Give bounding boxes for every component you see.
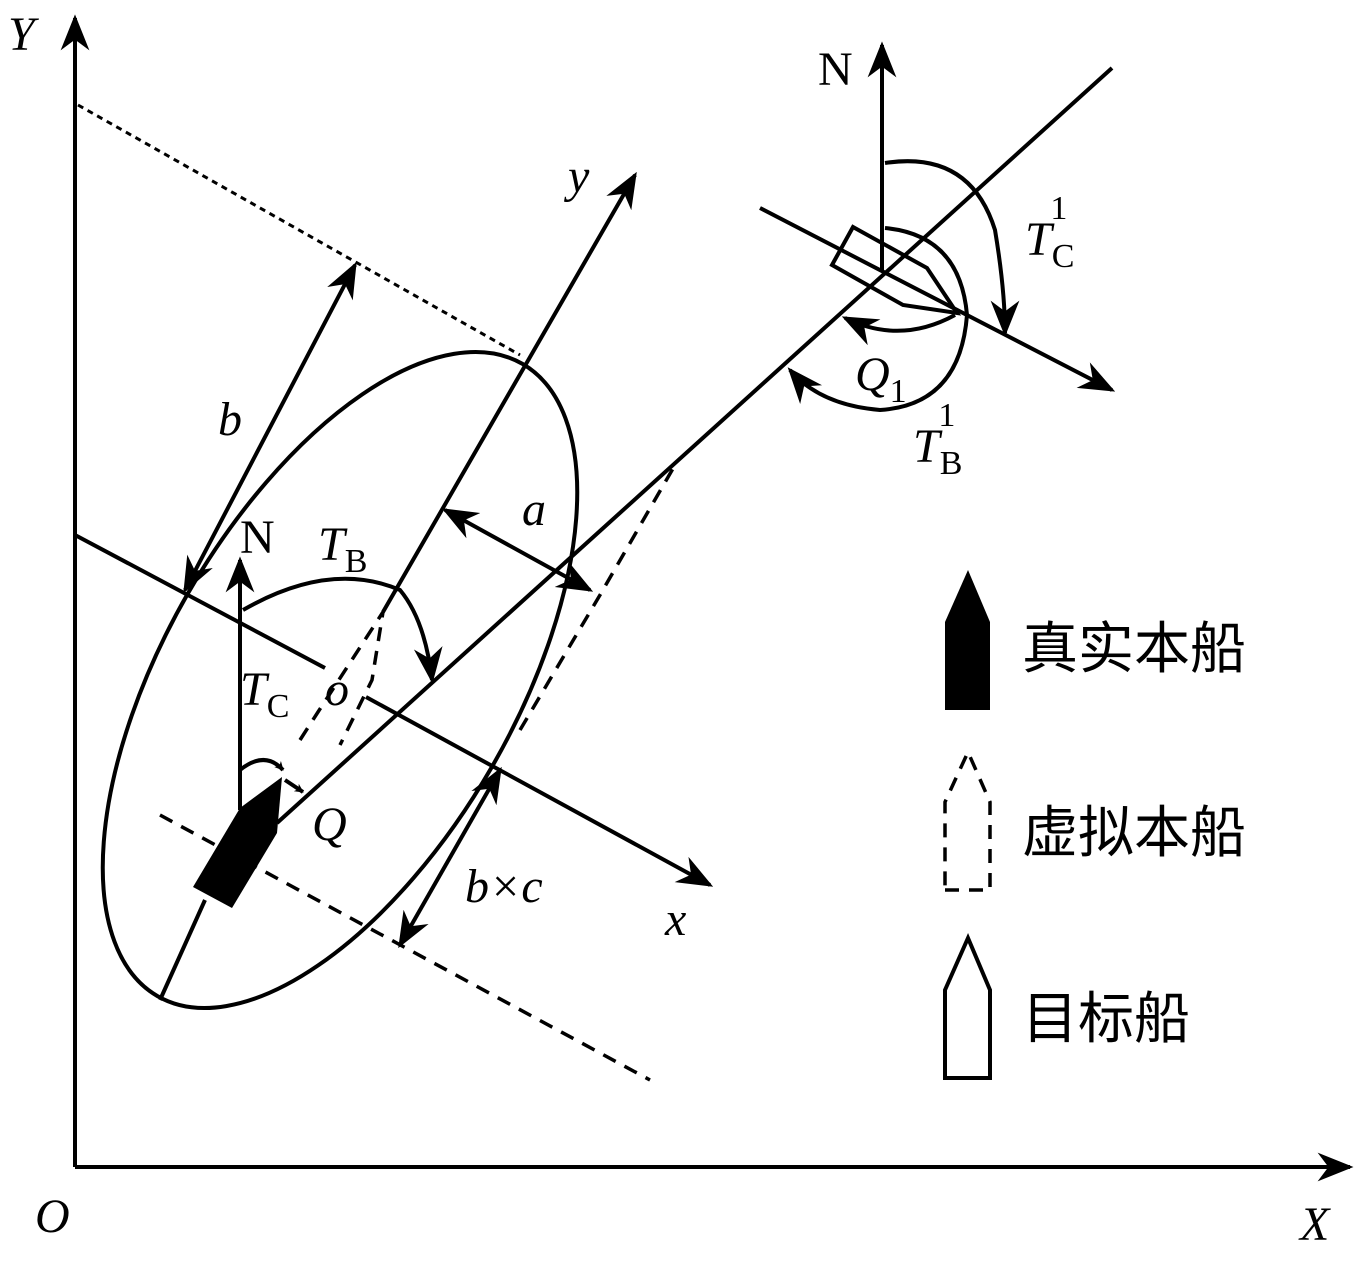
target-north-label: N [818, 43, 853, 96]
target-heading-line [759, 206, 1116, 392]
tc1-label: TC1 [1025, 190, 1074, 275]
tangent-dotted-line [77, 103, 521, 357]
legend-label-virtual-own-ship: 虚拟本船 [1022, 801, 1246, 866]
ellipse-y-axis-lower [158, 899, 207, 1001]
stern-dashed-line [159, 813, 651, 1082]
legend: 真实本船 虚拟本船 目标船 [943, 570, 1246, 1080]
ellipse-x-axis [365, 695, 714, 887]
x-axis-label: X [1298, 1198, 1331, 1251]
ellipse-x-axis-left [74, 533, 326, 670]
tc-label: TC [240, 663, 289, 725]
origin-label: O [35, 1190, 70, 1243]
q-arc [283, 778, 305, 794]
a-label: a [522, 483, 546, 536]
virtual-ship-edge [518, 464, 677, 731]
virtual-ship-outline [298, 611, 385, 746]
q-label: Q [312, 798, 347, 851]
y-axis-label: Y [8, 8, 39, 61]
legend-label-target-ship: 目标船 [1022, 987, 1190, 1052]
dashed-ship-icon [943, 747, 992, 892]
tb-arc [242, 576, 443, 684]
tb1-label: TB1 [913, 397, 962, 482]
own-north-label: N [240, 511, 275, 564]
ellipse-y-axis [381, 171, 637, 613]
tc-arc [238, 758, 285, 772]
course-line [275, 66, 1114, 825]
tb1-arc [787, 226, 970, 413]
filled-ship-icon [945, 570, 990, 710]
q1-label: Q1 [855, 348, 907, 410]
legend-label-real-own-ship: 真实本船 [1022, 617, 1246, 682]
b-label: b [218, 393, 242, 446]
ellipse-x-label: x [664, 893, 686, 946]
a-dimension-arrow [441, 508, 594, 592]
outline-ship-icon [943, 932, 992, 1080]
ellipse-y-label: y [563, 150, 590, 203]
target-ship-icon [829, 224, 962, 316]
bc-dimension-arrow [398, 766, 502, 949]
b-dimension-arrow [183, 261, 357, 594]
tb-label: TB [318, 518, 367, 580]
own-ship-icon [193, 777, 282, 908]
q1-arc [841, 313, 956, 346]
tc1-arc [884, 159, 1020, 337]
bc-label: b×c [465, 860, 543, 913]
